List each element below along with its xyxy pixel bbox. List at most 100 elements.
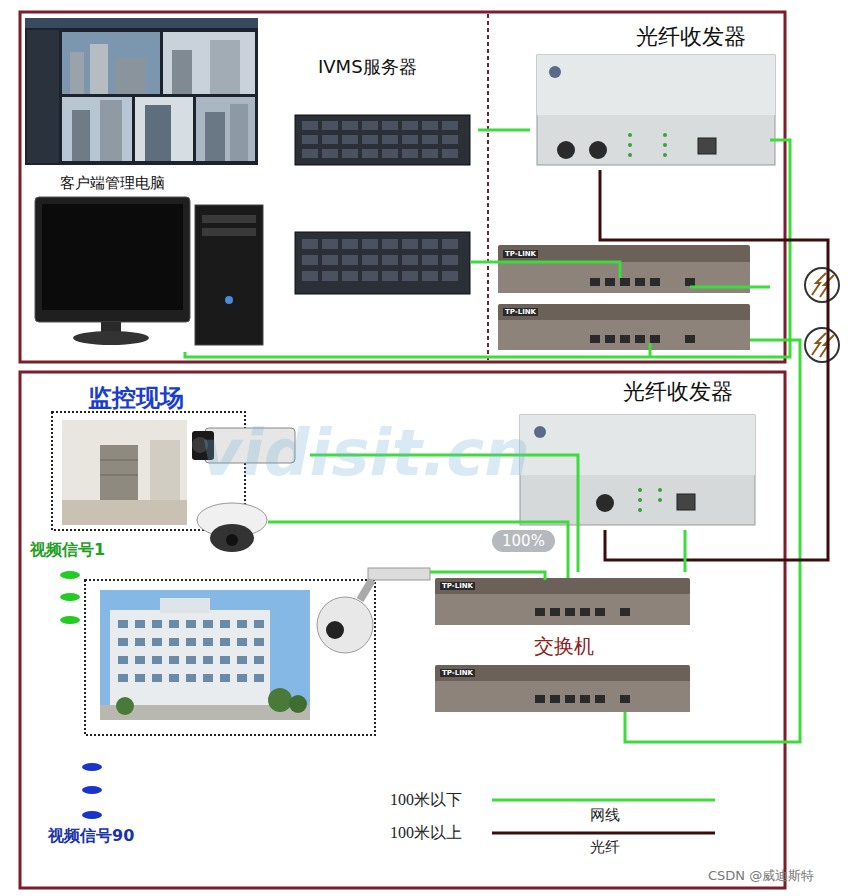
client-computer bbox=[202, 215, 256, 223]
site-photo bbox=[186, 656, 196, 664]
legend-line-sample bbox=[492, 832, 715, 835]
fiber-transceiver bbox=[658, 498, 662, 502]
fiber-transceiver bbox=[537, 55, 775, 165]
server-rack bbox=[302, 135, 318, 144]
site-photo bbox=[85, 580, 375, 735]
camera-symbol bbox=[317, 597, 373, 653]
server-rack bbox=[382, 255, 398, 265]
client-computer bbox=[35, 197, 190, 322]
device-label: IVMS服务器 bbox=[318, 56, 417, 78]
site-photo bbox=[220, 638, 230, 646]
surge-protector bbox=[805, 268, 839, 302]
server-rack bbox=[295, 115, 470, 165]
fiber-transceiver bbox=[628, 133, 667, 157]
camera-symbol bbox=[226, 534, 238, 546]
site-photo bbox=[254, 638, 264, 646]
software-screenshot bbox=[196, 97, 255, 161]
server-rack bbox=[402, 255, 418, 265]
fiber-link bbox=[600, 170, 828, 560]
legend-line-sample bbox=[492, 799, 715, 802]
client-computer bbox=[195, 205, 263, 345]
camera-symbol bbox=[326, 621, 344, 639]
software-screenshot bbox=[163, 32, 255, 94]
fiber-transceiver bbox=[638, 488, 662, 512]
network-switch bbox=[535, 695, 545, 703]
signal-dots bbox=[82, 786, 102, 794]
site-photo bbox=[203, 638, 213, 646]
software-screenshot bbox=[25, 18, 258, 165]
network-switch bbox=[435, 594, 690, 625]
signal-label: 视频信号90 bbox=[48, 826, 134, 845]
network-switch bbox=[635, 278, 645, 286]
network-switch bbox=[650, 335, 660, 343]
site-photo bbox=[203, 620, 213, 628]
client-computer bbox=[73, 331, 149, 345]
network-switch bbox=[685, 335, 695, 343]
server-rack bbox=[442, 121, 458, 130]
server-rack bbox=[402, 121, 418, 130]
server-device: IVMS服务器 bbox=[288, 50, 478, 300]
software-screenshot bbox=[27, 30, 59, 163]
region-border bbox=[20, 12, 785, 888]
network-switch bbox=[685, 278, 695, 286]
site-photo bbox=[135, 656, 145, 664]
site-photo bbox=[169, 656, 179, 664]
network-switch bbox=[435, 681, 690, 712]
fiber-transceiver bbox=[534, 426, 546, 438]
device-label: 光纤收发器 bbox=[623, 379, 733, 405]
server-rack bbox=[442, 255, 458, 265]
software-screenshot bbox=[230, 104, 248, 161]
site-photo bbox=[254, 620, 264, 628]
device-label: 监控现场 bbox=[88, 384, 184, 413]
switch-device: 交换机 bbox=[430, 572, 695, 720]
site-photo bbox=[237, 656, 247, 664]
software-screenshot bbox=[205, 112, 225, 161]
fiber-transceiver bbox=[638, 488, 642, 492]
network-switch bbox=[620, 278, 630, 286]
site-photo bbox=[220, 674, 230, 682]
software-screenshot bbox=[210, 40, 240, 94]
software-screenshot bbox=[100, 100, 122, 161]
site-photo bbox=[203, 656, 213, 664]
server-rack bbox=[322, 121, 338, 130]
server-rack bbox=[362, 135, 378, 144]
client-computer bbox=[225, 296, 233, 304]
site-photo bbox=[254, 674, 264, 682]
server-rack bbox=[402, 135, 418, 144]
fiber-transceiver bbox=[663, 143, 667, 147]
cable-wire bbox=[268, 262, 800, 742]
server-rack bbox=[302, 121, 458, 158]
server-rack bbox=[362, 271, 378, 281]
server-rack bbox=[342, 121, 358, 130]
network-switch bbox=[580, 695, 590, 703]
server-rack bbox=[322, 149, 338, 158]
legend-text: 100米以下 bbox=[390, 790, 462, 809]
site-photo bbox=[116, 697, 134, 715]
fiber-transceiver bbox=[557, 141, 575, 159]
legend-note: 网线 bbox=[590, 806, 620, 824]
legend-note: 光纤 bbox=[590, 838, 620, 856]
site-photo bbox=[118, 620, 128, 628]
brand-badge: TP-LINK bbox=[440, 669, 475, 677]
network-switch bbox=[535, 608, 545, 616]
software-screenshot bbox=[135, 97, 193, 161]
software-screenshot bbox=[25, 18, 258, 165]
network-switch bbox=[435, 578, 690, 712]
network-switch bbox=[620, 608, 630, 616]
site-photo bbox=[152, 638, 162, 646]
site-photo bbox=[118, 620, 264, 682]
computer-device: 客户端管理电脑 bbox=[28, 170, 272, 352]
software-screenshot bbox=[90, 44, 108, 94]
fiber-transceiver bbox=[520, 415, 755, 475]
brand-badge: TP-LINK bbox=[503, 250, 538, 258]
site-photo bbox=[268, 688, 292, 712]
device-label: 光纤收发器 bbox=[636, 24, 746, 50]
server-rack bbox=[422, 121, 438, 130]
site-photo bbox=[118, 656, 128, 664]
server-rack bbox=[422, 271, 438, 281]
site-photo bbox=[152, 674, 162, 682]
server-rack bbox=[342, 135, 358, 144]
signal-dots bbox=[60, 593, 80, 601]
region-border bbox=[20, 372, 785, 888]
